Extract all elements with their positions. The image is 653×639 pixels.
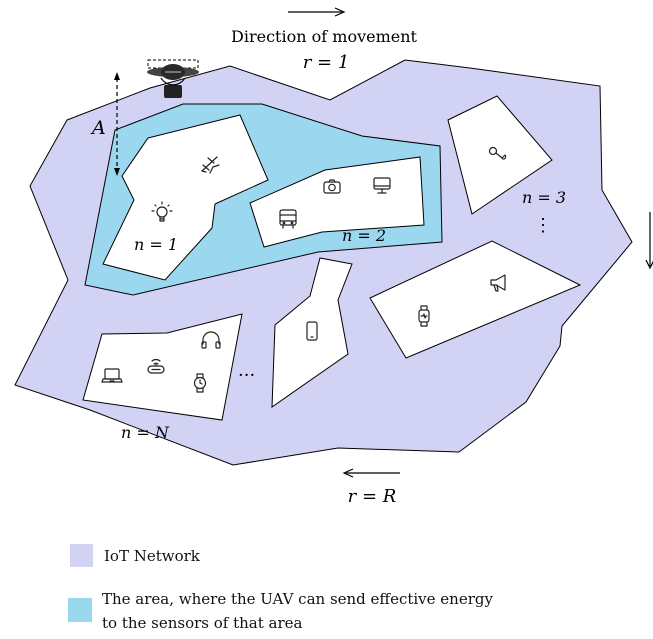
area-label-1: n = 1 [134,235,178,254]
headphones-icon [201,331,221,349]
lightbulb-icon [151,201,173,222]
camera-icon [323,179,341,194]
watch-icon [193,373,207,393]
direction-arrow-top [288,7,346,17]
direction-label: Direction of movement [231,27,417,46]
horizontal-ellipsis: ··· [238,365,255,386]
legend-swatch-effective-area [68,598,92,622]
r-first-label: r = 1 [303,52,350,73]
sensor-area-1 [102,114,269,281]
airplane-icon [201,156,220,174]
legend-label-iot-network: IoT Network [104,547,200,565]
legend-label-effective-area-line2: to the sensors of that area [102,614,303,632]
router-icon [147,358,165,374]
microphone-icon [488,146,507,160]
legend-swatch-iot-network [70,544,93,567]
area-label-3: n = 3 [522,188,566,207]
area-label-2: n = 2 [342,226,386,245]
megaphone-icon [490,274,506,292]
sensor-area-4 [369,240,582,359]
vertical-ellipsis: ⋮ [534,215,552,236]
phone-icon [306,321,318,341]
direction-arrow-right [645,212,653,270]
legend-label-effective-area-line1: The area, where the UAV can send effecti… [102,590,493,608]
sensor-area-5 [271,257,353,408]
sensor-area-3 [447,95,553,215]
monitor-icon [373,177,391,194]
laptop-icon [101,368,123,383]
area-label-N: n = N [121,423,170,442]
direction-arrow-bottom [342,468,400,478]
antenna-label: A [90,117,106,139]
bus-icon [279,209,297,229]
uav-range-arrow [114,72,120,176]
uav-icon [147,59,199,98]
r-last-label: r = R [348,486,397,507]
smartwatch-icon [418,305,430,327]
